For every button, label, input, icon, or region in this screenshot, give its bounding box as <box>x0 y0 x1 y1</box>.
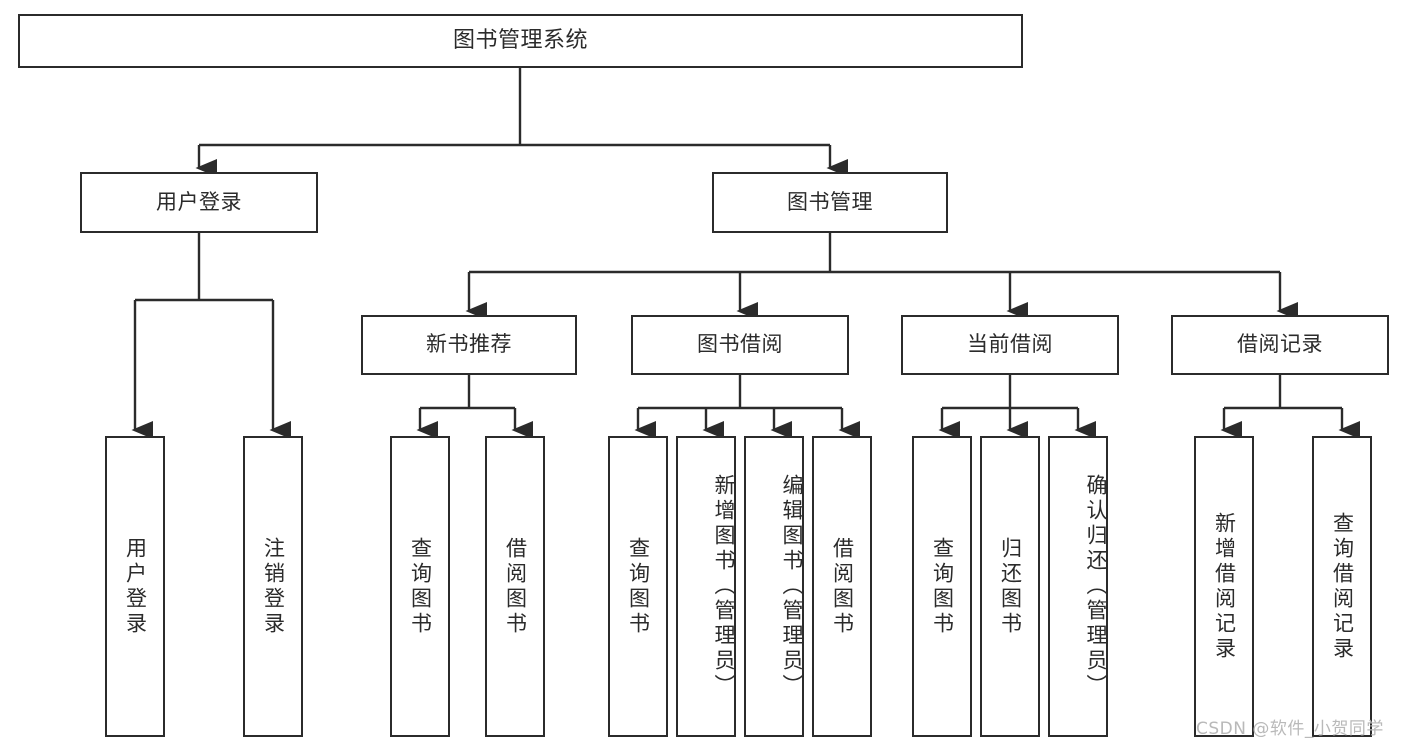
node-leaf-edit-book[interactable]: 编辑图书（管理员） <box>744 436 804 737</box>
node-leaf-add-book[interactable]: 新增图书（管理员） <box>676 436 736 737</box>
node-current-borrow-label: 当前借阅 <box>967 332 1053 357</box>
node-user-login-label: 用户登录 <box>156 189 242 214</box>
node-book-borrow-label: 图书借阅 <box>697 332 783 357</box>
node-leaf-confirm-return-label: 确认归还（管理员） <box>1084 474 1108 699</box>
node-leaf-query-book-1[interactable]: 查询图书 <box>390 436 450 737</box>
node-leaf-query-book-3-label: 查询图书 <box>930 536 955 637</box>
node-user-login[interactable]: 用户登录 <box>80 172 318 233</box>
node-leaf-return-book[interactable]: 归还图书 <box>980 436 1040 737</box>
node-leaf-logout-label: 注销登录 <box>261 536 286 637</box>
node-leaf-add-record-label: 新增借阅记录 <box>1212 511 1237 662</box>
node-leaf-edit-book-label: 编辑图书（管理员） <box>780 474 804 699</box>
node-leaf-query-record-label: 查询借阅记录 <box>1330 511 1355 662</box>
node-leaf-query-book-3[interactable]: 查询图书 <box>912 436 972 737</box>
node-root[interactable]: 图书管理系统 <box>18 14 1023 68</box>
node-leaf-borrow-book-2-label: 借阅图书 <box>830 536 855 637</box>
node-new-book-rec-label: 新书推荐 <box>426 332 512 357</box>
node-leaf-add-record[interactable]: 新增借阅记录 <box>1194 436 1254 737</box>
node-leaf-query-book-2[interactable]: 查询图书 <box>608 436 668 737</box>
node-leaf-add-book-label: 新增图书（管理员） <box>712 474 736 699</box>
node-leaf-borrow-book-2[interactable]: 借阅图书 <box>812 436 872 737</box>
node-leaf-user-login-label: 用户登录 <box>123 536 148 637</box>
node-book-borrow[interactable]: 图书借阅 <box>631 315 849 375</box>
csdn-watermark: CSDN @软件_小贺同学 <box>1196 719 1384 739</box>
node-new-book-rec[interactable]: 新书推荐 <box>361 315 577 375</box>
node-borrow-record-label: 借阅记录 <box>1237 332 1323 357</box>
node-leaf-query-book-2-label: 查询图书 <box>626 536 651 637</box>
node-book-manage-label: 图书管理 <box>787 189 873 214</box>
node-borrow-record[interactable]: 借阅记录 <box>1171 315 1389 375</box>
node-leaf-return-book-label: 归还图书 <box>998 536 1023 637</box>
node-root-label: 图书管理系统 <box>452 27 588 53</box>
node-leaf-borrow-book-1-label: 借阅图书 <box>503 536 528 637</box>
node-leaf-logout[interactable]: 注销登录 <box>243 436 303 737</box>
node-leaf-borrow-book-1[interactable]: 借阅图书 <box>485 436 545 737</box>
node-leaf-confirm-return[interactable]: 确认归还（管理员） <box>1048 436 1108 737</box>
node-leaf-query-book-1-label: 查询图书 <box>408 536 433 637</box>
node-current-borrow[interactable]: 当前借阅 <box>901 315 1119 375</box>
node-leaf-user-login[interactable]: 用户登录 <box>105 436 165 737</box>
node-book-manage[interactable]: 图书管理 <box>712 172 948 233</box>
node-leaf-query-record[interactable]: 查询借阅记录 <box>1312 436 1372 737</box>
